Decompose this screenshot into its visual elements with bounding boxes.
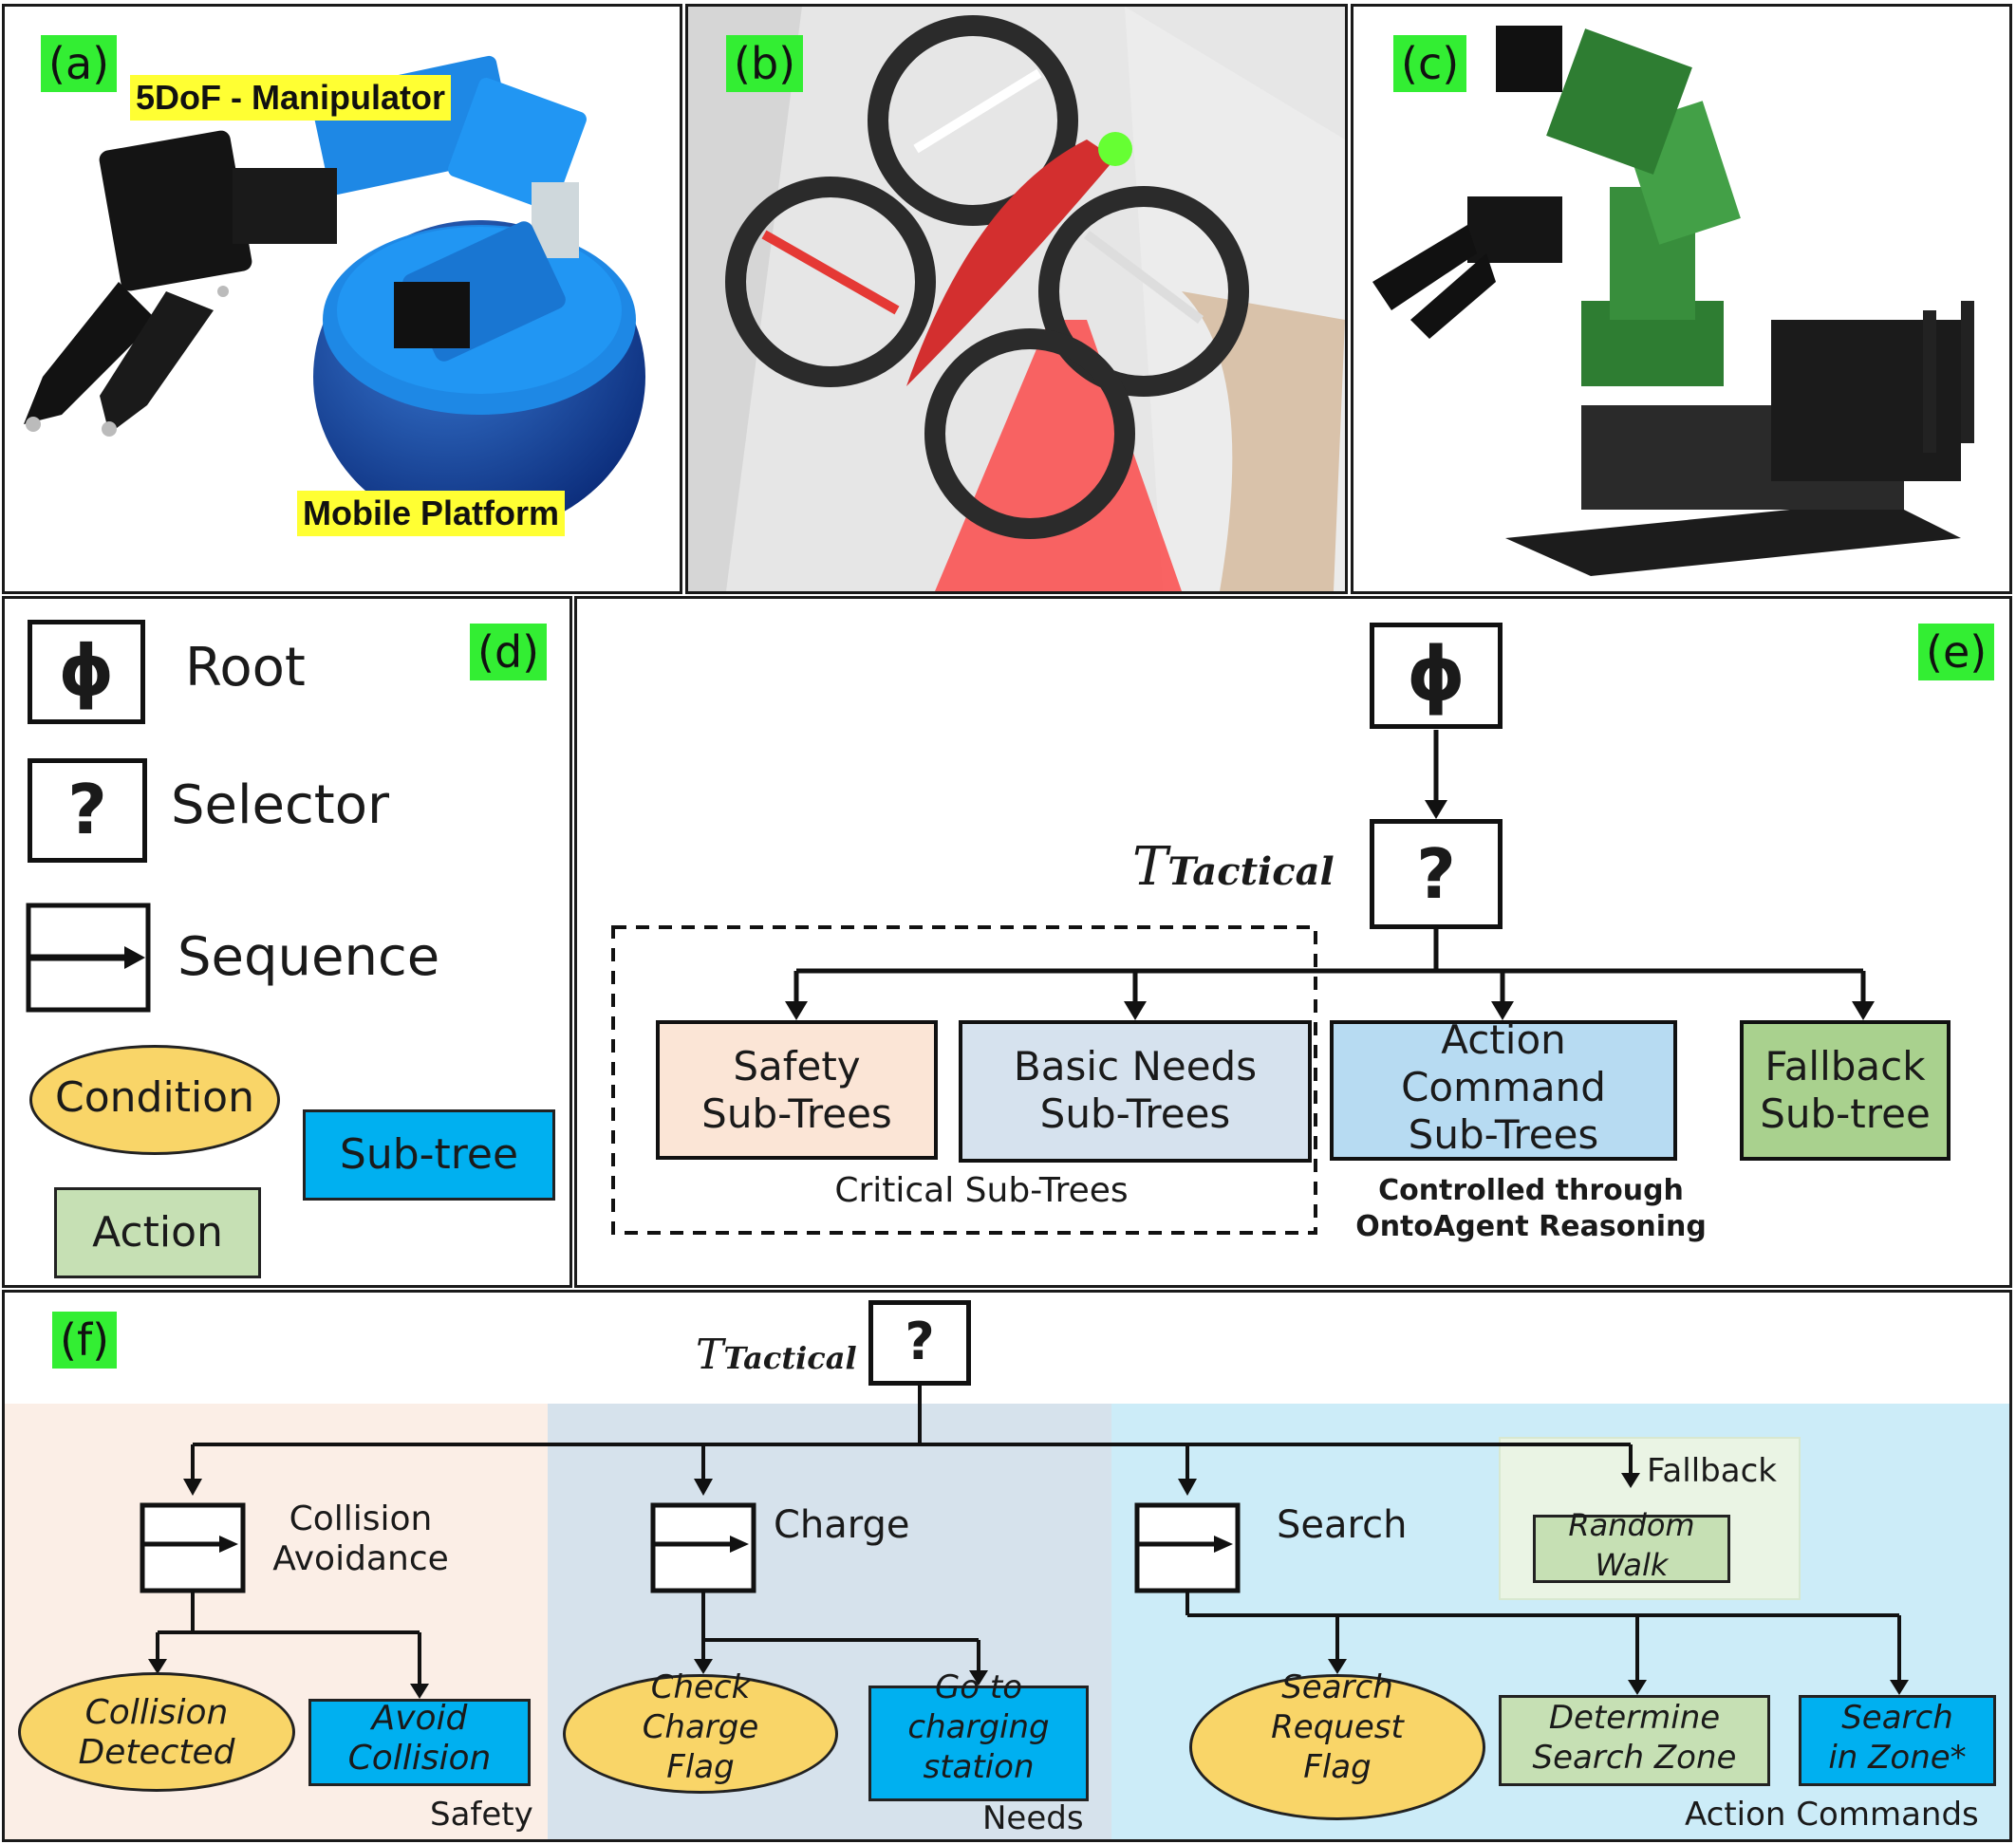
tree-root-node (1370, 623, 1503, 729)
legend-action-label: Action (92, 1208, 223, 1257)
legend-root-symbol (28, 620, 145, 724)
search-sequence-symbol (1134, 1502, 1241, 1593)
panel-f-tree: ? TTactical (f) Collision Avoidance Char… (2, 1290, 2012, 1842)
avoid-collision-line-1: Avoid (371, 1699, 468, 1738)
fallback-line-2: Sub-tree (1760, 1090, 1931, 1137)
legend-subtree-symbol (303, 1109, 555, 1201)
basic-needs-subtrees-node (959, 1020, 1312, 1163)
search-request-flag-condition (1189, 1674, 1485, 1820)
random-walk-line-1: Random (1568, 1507, 1695, 1543)
search-in-zone-line-1: Search (1841, 1699, 1953, 1737)
search-in-zone-subtree (1799, 1695, 1996, 1786)
f-tactical-letter: T (696, 1331, 724, 1379)
panel-d-tag: (d) (470, 624, 548, 680)
tree-root-glyph: ϕ (1406, 632, 1466, 717)
panel-c-tag: (c) (1393, 35, 1467, 92)
basic-needs-line-2: Sub-Trees (1039, 1090, 1231, 1137)
avoid-collision-line-2: Collision (347, 1739, 492, 1778)
panel-b-tag: (b) (726, 35, 804, 92)
panel-f-tag: (f) (52, 1312, 118, 1369)
determine-zone-line-1: Determine (1548, 1699, 1721, 1737)
legend-root-label: Root (185, 637, 306, 698)
collision-avoidance-line-1: Collision (289, 1499, 433, 1538)
panel-e-tree: ϕ ? TTactical Safety Sub-Trees Basic Nee… (574, 596, 2012, 1288)
fallback-label: Fallback (1647, 1452, 1777, 1490)
collision-detected-condition (18, 1672, 295, 1792)
tactical-subscript: Tactical (1167, 849, 1335, 894)
robot-arm-illustration (1372, 26, 1974, 576)
region-needs-label: Needs (982, 1799, 1084, 1837)
legend-root-glyph: ϕ (58, 630, 115, 712)
legend-selector-glyph: ? (67, 770, 107, 849)
go-to-charging-station-subtree (868, 1686, 1089, 1801)
panel-d-legend: ϕ Root ? Selector Sequence Condition Sub… (2, 596, 572, 1288)
action-command-line-3: Sub-Trees (1408, 1111, 1599, 1158)
charge-sequence-symbol (650, 1502, 756, 1593)
f-selector-glyph: ? (905, 1312, 935, 1371)
legend-action-symbol (54, 1187, 261, 1278)
safety-subtrees-node (656, 1020, 938, 1160)
collision-sequence-symbol (140, 1502, 246, 1593)
tactical-letter: T (1132, 836, 1168, 898)
check-charge-line-3: Flag (666, 1748, 735, 1786)
search-label: Search (1277, 1503, 1408, 1547)
f-tactical-subscript: Tactical (723, 1340, 857, 1376)
go-charging-line-2: charging (907, 1708, 1050, 1746)
search-request-line-3: Flag (1303, 1748, 1372, 1786)
check-charge-line-2: Charge (642, 1708, 759, 1746)
controlled-label-line-1: Controlled through (1378, 1174, 1684, 1207)
region-safety-label: Safety (430, 1796, 533, 1834)
safety-line-1: Safety (733, 1043, 861, 1090)
critical-subtrees-label: Critical Sub-Trees (834, 1171, 1129, 1210)
action-command-subtrees-node (1330, 1020, 1677, 1161)
panel-b: (b) (685, 4, 1348, 594)
panel-e-edges (611, 730, 1875, 1235)
panel-a-tag: (a) (41, 35, 118, 92)
basic-needs-line-1: Basic Needs (1013, 1043, 1258, 1090)
search-request-line-1: Search (1281, 1668, 1393, 1706)
avoid-collision-subtree (308, 1699, 531, 1786)
f-selector-node (868, 1300, 971, 1386)
check-charge-line-1: Check (650, 1668, 751, 1706)
mobile-platform-label: Mobile Platform (297, 491, 566, 536)
collision-detected-line-2: Detected (78, 1733, 235, 1772)
region-actions-label: Action Commands (1685, 1796, 1979, 1834)
action-command-line-2: Command (1401, 1064, 1606, 1110)
random-walk-line-2: Walk (1595, 1547, 1669, 1583)
panel-c: (c) (1351, 4, 2012, 594)
legend-subtree-label: Sub-tree (339, 1130, 519, 1179)
legend-selector-label: Selector (171, 774, 390, 836)
panel-a: (a) 5DoF - Manipulator Mobile Platform (2, 4, 682, 594)
go-charging-line-3: station (923, 1748, 1035, 1786)
f-tactical-label: TTactical (696, 1331, 857, 1379)
search-in-zone-line-2: in Zone* (1828, 1739, 1967, 1777)
panel-f-edges (140, 1383, 1909, 1699)
fallback-subtree-node (1740, 1020, 1951, 1161)
panel-e-tag: (e) (1918, 624, 1995, 680)
fallback-line-1: Fallback (1764, 1043, 1926, 1090)
legend-condition-label: Condition (55, 1073, 254, 1122)
go-charging-line-1: Go to (934, 1668, 1023, 1706)
charge-label: Charge (774, 1503, 910, 1547)
controlled-label-line-2: OntoAgent Reasoning (1355, 1210, 1707, 1243)
tree-selector-glyph: ? (1416, 834, 1456, 914)
determine-zone-line-2: Search Zone (1532, 1739, 1737, 1777)
random-walk-node (1533, 1515, 1730, 1583)
drone-illustration (688, 7, 1345, 591)
safety-line-2: Sub-Trees (701, 1090, 892, 1137)
legend-sequence-symbol (26, 903, 151, 1013)
tactical-label: TTactical (1132, 836, 1335, 898)
legend-condition-symbol (29, 1045, 280, 1155)
collision-detected-line-1: Collision (84, 1693, 229, 1732)
legend-sequence-label: Sequence (177, 926, 440, 988)
manipulator-label: 5DoF - Manipulator (130, 75, 451, 121)
check-charge-flag-condition (563, 1674, 838, 1794)
legend-selector-symbol (28, 758, 147, 863)
tree-selector-node (1370, 819, 1503, 929)
determine-search-zone-action (1499, 1695, 1770, 1786)
action-command-line-1: Action (1441, 1016, 1566, 1063)
search-request-line-2: Request (1271, 1708, 1404, 1746)
collision-avoidance-line-2: Avoidance (272, 1539, 449, 1578)
